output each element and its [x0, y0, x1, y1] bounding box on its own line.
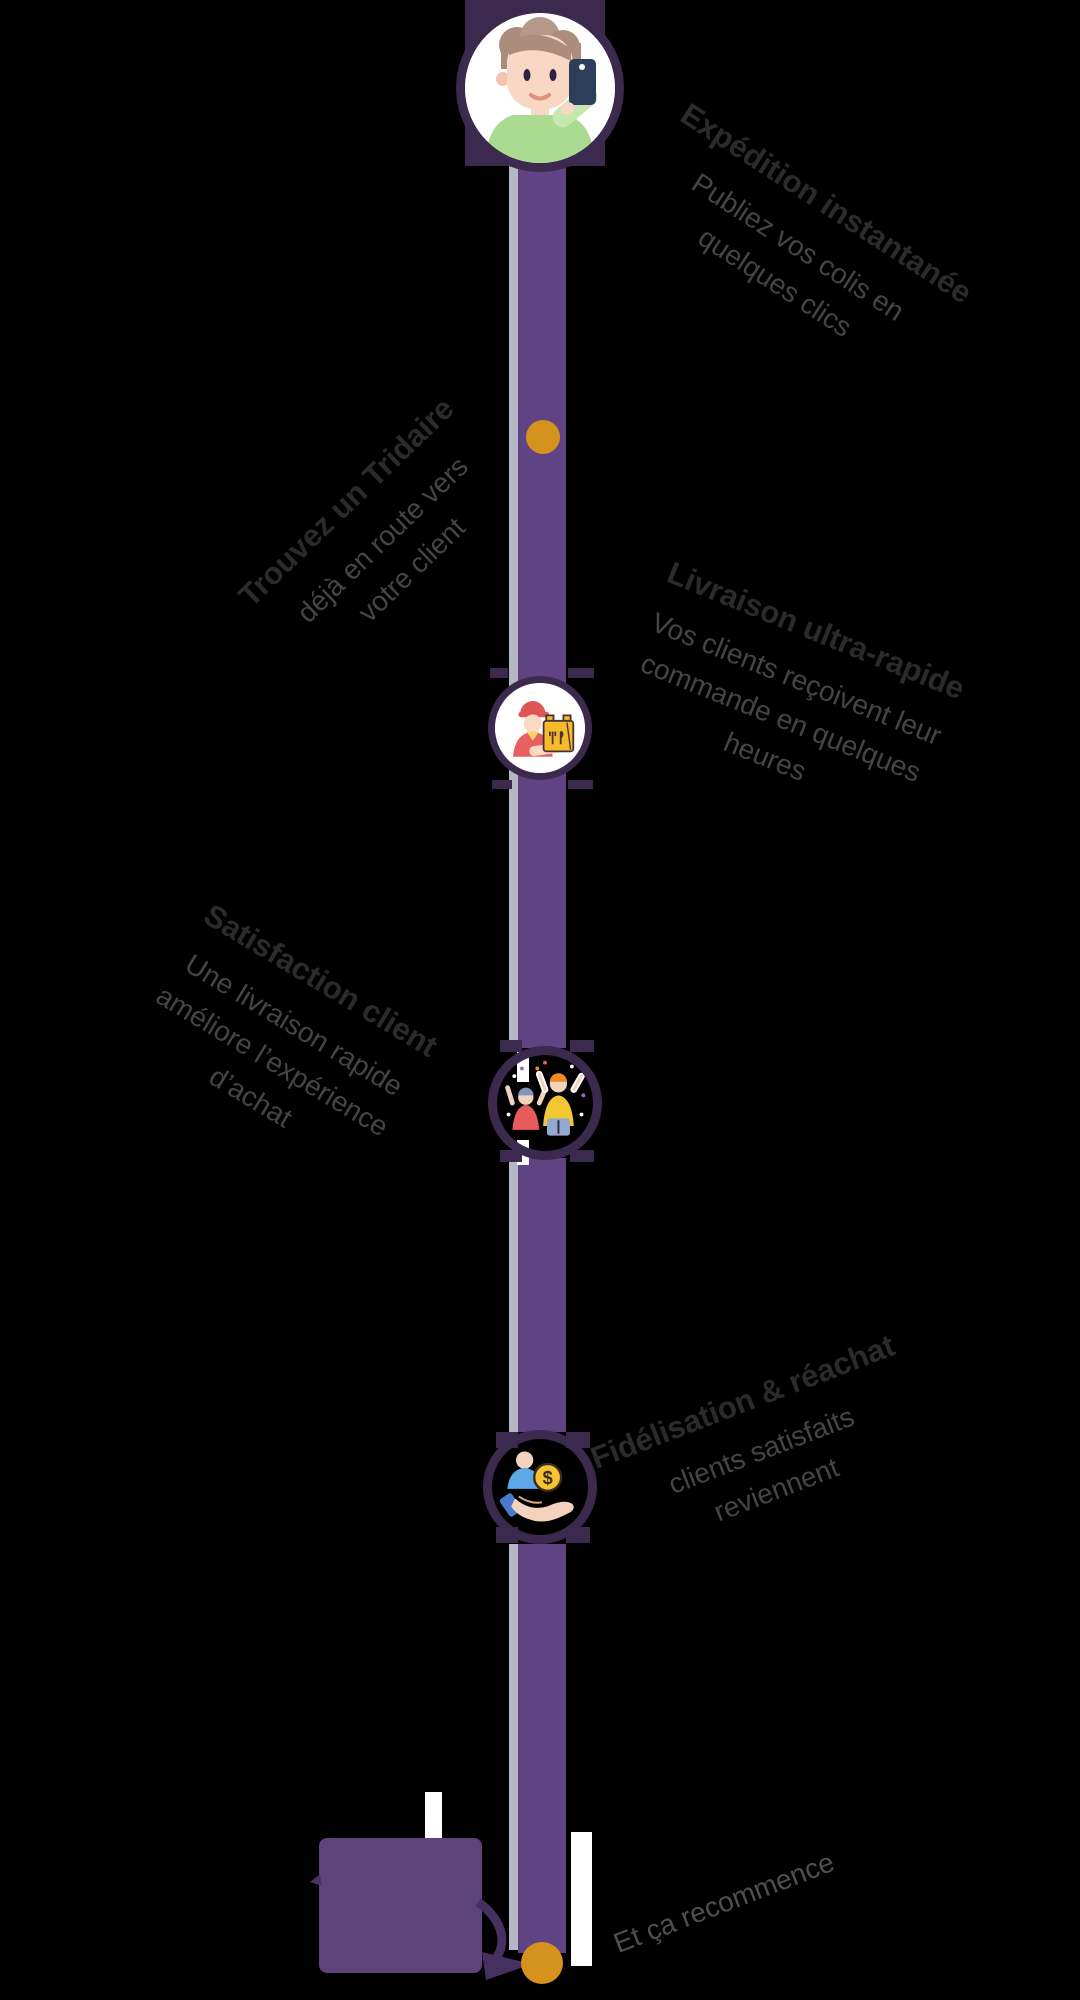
delivery-courier-bag-icon [488, 676, 592, 780]
node-tick [490, 668, 508, 678]
step-3-label: Livraison ultra-rapide Vos clients reçoi… [539, 525, 1041, 864]
person-with-phone-illustration [465, 13, 615, 163]
hand-with-coin-illustration: $ [499, 1451, 574, 1522]
orange-dot-end-marker [521, 1942, 563, 1984]
white-bar [571, 1832, 592, 1966]
step-2-label: Trouvez un Tridaire déjà en route vers v… [204, 364, 556, 710]
person-with-phone-icon [456, 4, 624, 172]
node-tick [570, 1040, 594, 1052]
node-tick [500, 1040, 522, 1052]
orange-dot-marker [526, 420, 560, 454]
step-6-label: Et ça recommence [558, 1822, 890, 1983]
node-tick [500, 1150, 522, 1162]
white-notch [425, 1792, 442, 1838]
step-1-subtitle-line: Publiez vos colis en [686, 166, 910, 327]
node-tick [570, 1150, 594, 1162]
step-6-title: Et ça recommence [609, 1846, 839, 1959]
restart-arrow [310, 1874, 532, 1980]
svg-text:$: $ [543, 1467, 553, 1488]
step-5-label: Fidélisation & réachat clients satisfait… [535, 1307, 984, 1586]
node-tick [492, 780, 512, 789]
celebrating-customers-illustration [505, 1060, 586, 1136]
hand-with-coin-icon: $ [483, 1430, 597, 1544]
node-tick [568, 668, 594, 678]
celebrating-customers-icon [488, 1046, 602, 1160]
step-4-label: Satisfaction client Une livraison rapide… [77, 867, 493, 1214]
restart-loop-icon [319, 1838, 482, 1973]
step-1-label: Expédition instantanée Publiez vos colis… [554, 52, 1046, 437]
node-tick [568, 780, 593, 789]
delivery-courier-illustration [495, 683, 585, 773]
